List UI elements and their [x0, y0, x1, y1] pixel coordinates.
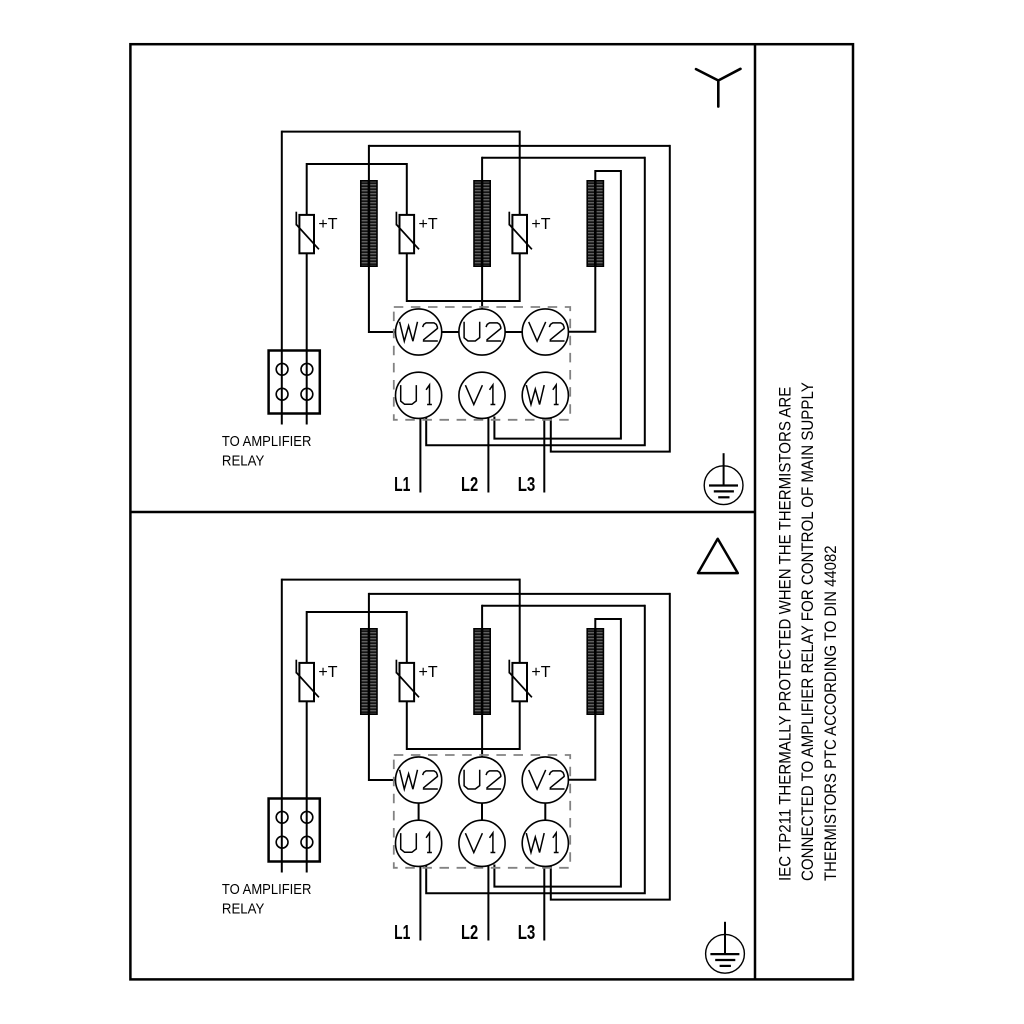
svg-text:TO AMPLIFIER: TO AMPLIFIER — [222, 433, 312, 450]
svg-text:RELAY: RELAY — [222, 901, 264, 918]
svg-text:L3: L3 — [518, 922, 536, 944]
svg-text:TO AMPLIFIER: TO AMPLIFIER — [222, 881, 312, 898]
svg-text:L1: L1 — [394, 474, 410, 496]
svg-text:+T: +T — [419, 664, 438, 681]
svg-text:L3: L3 — [518, 474, 536, 496]
svg-text:+T: +T — [531, 216, 550, 233]
svg-text:L2: L2 — [461, 922, 478, 944]
svg-text:+T: +T — [318, 216, 337, 233]
svg-text:+T: +T — [419, 216, 438, 233]
svg-text:+T: +T — [318, 664, 337, 681]
svg-text:RELAY: RELAY — [222, 453, 264, 470]
svg-text:+T: +T — [531, 664, 550, 681]
svg-text:THERMISTORS PTC ACCORDING TO D: THERMISTORS PTC ACCORDING TO DIN 44082 — [822, 546, 840, 882]
svg-text:L1: L1 — [394, 922, 410, 944]
svg-text:CONNECTED TO AMPLIFIER RELAY F: CONNECTED TO AMPLIFIER RELAY FOR CONTROL… — [799, 382, 817, 881]
svg-text:IEC TP211 THERMALLY PROTECTED: IEC TP211 THERMALLY PROTECTED WHEN THE T… — [776, 387, 794, 881]
svg-text:L2: L2 — [461, 474, 478, 496]
